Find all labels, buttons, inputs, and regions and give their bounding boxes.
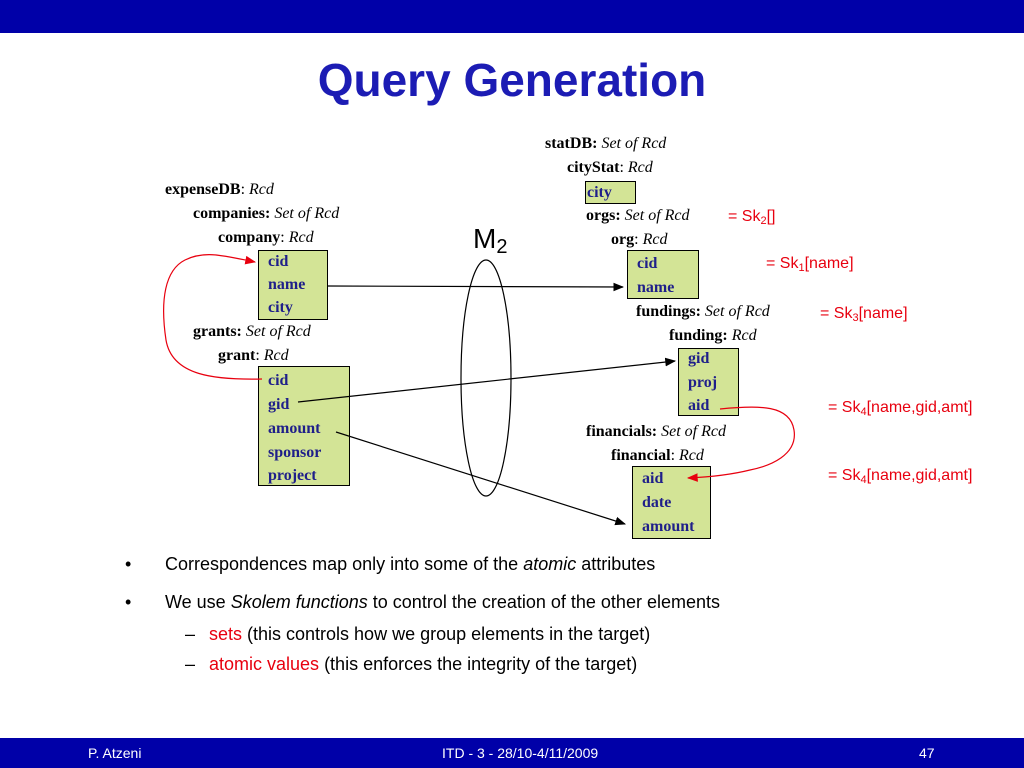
skolem-org: = Sk1[name] (766, 255, 854, 274)
orgs-label: orgs: Set of Rcd (586, 207, 690, 224)
arrow-company-name-to-org-name (327, 282, 625, 292)
field-amount: amount (268, 420, 321, 437)
financials-label: financials: Set of Rcd (586, 423, 726, 440)
field-sponsor: sponsor (268, 444, 322, 461)
expensedb-label: expenseDB: Rcd (165, 181, 274, 198)
field-project: project (268, 467, 317, 484)
subbullet-atomic-values: –atomic values (this enforces the integr… (185, 654, 638, 674)
fundings-label: fundings: Set of Rcd (636, 303, 770, 320)
field-proj: proj (688, 374, 718, 391)
field-name: name (268, 276, 306, 293)
subbullet-sets: –sets (this controls how we group elemen… (185, 624, 651, 644)
field-date: date (642, 494, 672, 511)
mapping-ellipse (460, 259, 512, 497)
field-aid: aid (688, 397, 710, 414)
field-cid: cid (637, 255, 658, 272)
skolem-aid-financial: = Sk4[name,gid,amt] (828, 467, 973, 486)
citystat-box: city (585, 181, 636, 204)
bullet-skolem: •We use Skolem functions to control the … (125, 592, 720, 612)
arrow-grant-amount-to-financial-amount (335, 431, 627, 526)
grant-label: grant: Rcd (218, 347, 289, 364)
arrow-grant-cid-to-company-cid (163, 254, 263, 380)
citystat-label: cityStat: Rcd (567, 159, 653, 176)
statdb-label: statDB: Set of Rcd (545, 135, 667, 152)
arrow-funding-aid-to-financial-aid (686, 406, 795, 482)
bullet-correspondences: •Correspondences map only into some of t… (125, 554, 656, 574)
org-box: cid name (627, 250, 699, 299)
field-cid: cid (268, 253, 289, 270)
field-name: name (637, 279, 675, 296)
field-city: city (587, 184, 612, 201)
funding-label: funding: Rcd (669, 327, 757, 344)
field-aid: aid (642, 470, 664, 487)
footer-course: ITD - 3 - 28/10-4/11/2009 (442, 745, 599, 761)
field-cid: cid (268, 372, 289, 389)
skolem-aid-funding: = Sk4[name,gid,amt] (828, 399, 973, 418)
footer-author: P. Atzeni (88, 745, 142, 761)
skolem-fundings: = Sk3[name] (820, 305, 908, 324)
field-amount: amount (642, 518, 695, 535)
company-label: company: Rcd (218, 229, 314, 246)
arrow-grant-gid-to-funding-gid (297, 357, 677, 403)
companies-label: companies: Set of Rcd (193, 205, 340, 222)
company-box: cid name city (258, 250, 328, 320)
funding-box: gid proj aid (678, 348, 739, 416)
skolem-orgs: = Sk2[] (728, 208, 776, 227)
field-city: city (268, 299, 293, 316)
grant-box: cid gid amount sponsor project (258, 366, 350, 486)
org-label: org: Rcd (611, 231, 668, 248)
top-bar (0, 0, 1024, 33)
field-gid: gid (688, 350, 710, 367)
grants-label: grants: Set of Rcd (193, 323, 311, 340)
field-gid: gid (268, 396, 290, 413)
slide-title: Query Generation (317, 54, 707, 106)
mapping-label: M2 (473, 223, 508, 258)
financial-box: aid date amount (632, 466, 711, 539)
footer-page-number: 47 (919, 745, 935, 761)
financial-label: financial: Rcd (611, 447, 704, 464)
footer-bar: P. Atzeni ITD - 3 - 28/10-4/11/2009 47 (0, 738, 1024, 768)
